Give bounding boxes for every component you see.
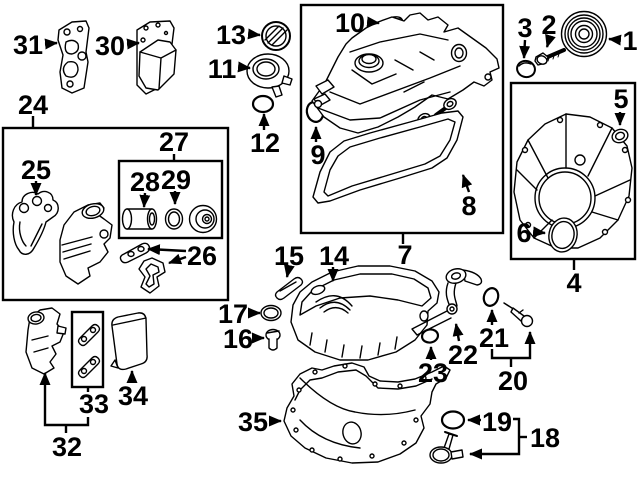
- callout-7[interactable]: 7: [397, 240, 412, 270]
- callout-29[interactable]: 29: [161, 165, 191, 195]
- part-gaskets-33: [77, 323, 101, 379]
- part-crank-seal: [548, 217, 578, 253]
- callout-9[interactable]: 9: [310, 140, 325, 170]
- part-filter-element: [121, 208, 158, 230]
- part-pickup-tube: [411, 268, 483, 336]
- callout-12[interactable]: 12: [250, 128, 280, 158]
- callout-11[interactable]: 11: [208, 54, 237, 84]
- callout-3[interactable]: 3: [517, 13, 532, 43]
- callout-2[interactable]: 2: [541, 10, 556, 40]
- part-o-ring-21: [482, 287, 500, 307]
- callout-17[interactable]: 17: [218, 299, 248, 329]
- callout-31[interactable]: 31: [13, 30, 43, 60]
- part-crank-pulley: [560, 10, 608, 58]
- callout-22[interactable]: 22: [448, 340, 478, 370]
- part-oil-cap: [261, 21, 291, 51]
- part-gaskets-26: [119, 242, 166, 294]
- part-filter-housing: [59, 202, 113, 285]
- part-crank-bolt: [534, 48, 566, 66]
- callout-23[interactable]: 23: [418, 358, 448, 388]
- part-seal-5: [611, 128, 629, 144]
- part-gasket-plate: [57, 20, 90, 94]
- callout-8[interactable]: 8: [461, 191, 476, 221]
- callout-arrows: [30, 16, 626, 460]
- callout-19[interactable]: 19: [482, 407, 512, 437]
- callout-14[interactable]: 14: [319, 241, 349, 271]
- part-o-ring-23: [420, 328, 440, 344]
- callout-13[interactable]: 13: [216, 20, 246, 50]
- callout-6[interactable]: 6: [516, 218, 531, 248]
- callout-1[interactable]: 1: [622, 26, 637, 56]
- group-box-33: [70, 310, 105, 389]
- part-cover-34: [110, 312, 148, 371]
- part-oil-cooler: [136, 20, 177, 95]
- part-filter-o-ring: [164, 208, 184, 230]
- callout-20[interactable]: 20: [498, 366, 528, 396]
- callout-30[interactable]: 30: [95, 31, 125, 61]
- part-filler-neck: [246, 53, 293, 98]
- callout-34[interactable]: 34: [118, 381, 148, 411]
- callout-4[interactable]: 4: [566, 268, 581, 298]
- callout-35[interactable]: 35: [238, 407, 268, 437]
- callout-15[interactable]: 15: [274, 241, 304, 271]
- callout-labels: 31 30 24 25 27 28 29 26 13 11 12 9 10 7 …: [13, 8, 638, 462]
- callout-10[interactable]: 10: [335, 8, 365, 38]
- part-lower-oil-pan: [283, 362, 451, 464]
- part-valve-cover: [311, 12, 500, 134]
- callout-26[interactable]: 26: [187, 241, 217, 271]
- group-box-24: [1, 126, 230, 302]
- part-filter-cap: [188, 204, 218, 234]
- part-valve-cover-gasket: [312, 110, 464, 204]
- group-box-27: [117, 159, 224, 240]
- callout-25[interactable]: 25: [21, 155, 51, 185]
- part-upper-oil-pan: [290, 265, 440, 361]
- callout-28[interactable]: 28: [130, 167, 160, 197]
- callout-21[interactable]: 21: [479, 323, 509, 353]
- callout-24[interactable]: 24: [18, 90, 48, 120]
- callout-32[interactable]: 32: [52, 432, 82, 462]
- callout-27[interactable]: 27: [159, 127, 189, 157]
- part-o-ring-17: [260, 304, 282, 322]
- part-o-ring-12: [251, 94, 275, 114]
- part-sensor-gasket: [440, 410, 466, 430]
- part-timing-cover: [513, 113, 633, 249]
- callout-16[interactable]: 16: [223, 324, 253, 354]
- part-housing-32: [25, 307, 67, 375]
- part-baffle: [274, 276, 304, 301]
- callout-18[interactable]: 18: [530, 423, 560, 453]
- part-gasket-25: [11, 190, 59, 255]
- part-dipstick: [503, 302, 534, 328]
- callout-33[interactable]: 33: [79, 389, 109, 419]
- part-drain-plug: [265, 328, 281, 351]
- part-seal-cap: [516, 59, 536, 79]
- part-oil-level-sensor: [429, 431, 464, 464]
- callout-5[interactable]: 5: [613, 84, 628, 114]
